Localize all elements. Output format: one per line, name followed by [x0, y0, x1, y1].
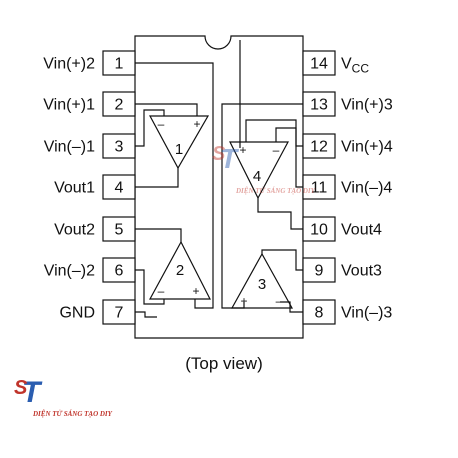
pin-label: Vin(+)4	[341, 139, 393, 156]
watermark-center-text: DIỆN TỬ SÁNG TẠO DIY	[235, 187, 316, 195]
wire-pin1	[135, 62, 214, 309]
pin-number: 12	[310, 139, 328, 156]
op-amp-4: + – 4	[229, 141, 290, 200]
wire-pin2	[135, 103, 198, 116]
plus-sign: +	[239, 143, 246, 157]
right-pin-8: 8 Vin(–)3	[302, 299, 392, 325]
pin-label: Vin(–)1	[44, 139, 95, 156]
pin-label: Vin(–)3	[341, 305, 392, 322]
pin-label: Vout3	[341, 263, 382, 280]
pin-label: Vin(+)1	[43, 97, 95, 114]
watermark-logo-icon: T	[220, 143, 240, 174]
minus-sign: –	[273, 143, 280, 157]
pin-number: 4	[115, 180, 124, 197]
pin-label: Vin(+)2	[43, 56, 95, 73]
pin-label: Vout1	[54, 180, 95, 197]
wire-pin11	[275, 127, 303, 188]
op-amp-triangle	[230, 252, 294, 309]
wire-pin6	[135, 269, 165, 305]
wire-pin13	[221, 103, 303, 309]
op-amp-3: + – 3	[230, 252, 294, 309]
pin-label: Vin(–)4	[341, 180, 392, 197]
plus-sign: +	[193, 117, 200, 131]
op-amp-number: 3	[258, 276, 266, 293]
watermark-logo-icon: T	[22, 376, 43, 409]
right-pin-10: 10 Vout4	[302, 216, 382, 242]
right-pin-12: 12 Vin(+)4	[302, 133, 393, 159]
pin-number: 1	[115, 56, 124, 73]
right-pin-9: 9 Vout3	[302, 257, 382, 283]
svg-text:S: S	[14, 377, 28, 399]
left-pin-5: 5 Vout2	[54, 216, 136, 242]
pin-number: 3	[115, 139, 124, 156]
wire-pin12	[245, 119, 303, 147]
pin-label-main: V	[341, 56, 352, 73]
ic-body	[134, 35, 304, 339]
watermark-center: T S DIỆN TỬ SÁNG TẠO DIY	[212, 143, 316, 195]
pin-number: 7	[115, 305, 124, 322]
right-pin-14: 14 VCC	[302, 50, 369, 76]
wire-pin4	[135, 168, 179, 188]
pin-label: VCC	[341, 56, 369, 76]
op-amp-triangle	[148, 240, 211, 300]
left-pin-7: 7 GND	[59, 299, 136, 325]
caption: (Top view)	[185, 354, 262, 373]
plus-sign: +	[240, 294, 247, 308]
pin-number: 8	[315, 305, 324, 322]
op-amp-triangle	[229, 141, 290, 200]
left-pin-4: 4 Vout1	[54, 174, 136, 200]
minus-sign: –	[276, 294, 283, 308]
svg-text:S: S	[212, 143, 226, 165]
plus-sign: +	[192, 284, 199, 298]
pin-number: 5	[115, 222, 124, 239]
left-pin-2: 2 Vin(+)1	[43, 91, 136, 117]
left-pin-6: 6 Vin(–)2	[44, 257, 136, 283]
left-pin-1: 1 Vin(+)2	[43, 50, 136, 76]
pin-label: Vout2	[54, 222, 95, 239]
wire-pin9	[261, 249, 303, 271]
pin-number: 10	[310, 222, 328, 239]
wire-pin8	[280, 301, 303, 313]
pin-label-sub: CC	[352, 62, 370, 76]
pin-number: 13	[310, 97, 328, 114]
wire-pin3	[135, 109, 165, 147]
wire-pin5	[135, 228, 182, 242]
op-amp-number: 2	[176, 262, 184, 279]
minus-sign: –	[158, 284, 165, 298]
pin-number: 6	[115, 263, 124, 280]
watermark-bottom-left: T S DIỆN TỬ SÁNG TẠO DIY	[14, 376, 113, 418]
op-amp-number: 1	[175, 141, 183, 158]
internal-wiring	[135, 40, 303, 318]
pin-number: 14	[310, 56, 328, 73]
op-amp-2: – + 2	[148, 240, 211, 300]
op-amp-1: – + 1	[148, 115, 210, 170]
pin-number: 11	[311, 180, 328, 197]
pin-label: Vout4	[341, 222, 382, 239]
pin-label: GND	[59, 305, 95, 322]
pin-label: Vin(+)3	[341, 97, 393, 114]
watermark-text: DIỆN TỬ SÁNG TẠO DIY	[32, 410, 113, 418]
left-pin-3: 3 Vin(–)1	[44, 133, 136, 159]
minus-sign: –	[158, 117, 165, 131]
op-amp-triangle	[148, 115, 210, 170]
pin-number: 2	[115, 97, 124, 114]
right-pin-11: 11 Vin(–)4	[302, 174, 392, 200]
op-amp-number: 4	[253, 168, 261, 185]
right-pin-13: 13 Vin(+)3	[302, 91, 393, 117]
pin-number: 9	[315, 263, 324, 280]
pin-label: Vin(–)2	[44, 263, 95, 280]
wire-pin7	[135, 311, 157, 318]
wire-pin10	[257, 198, 303, 230]
